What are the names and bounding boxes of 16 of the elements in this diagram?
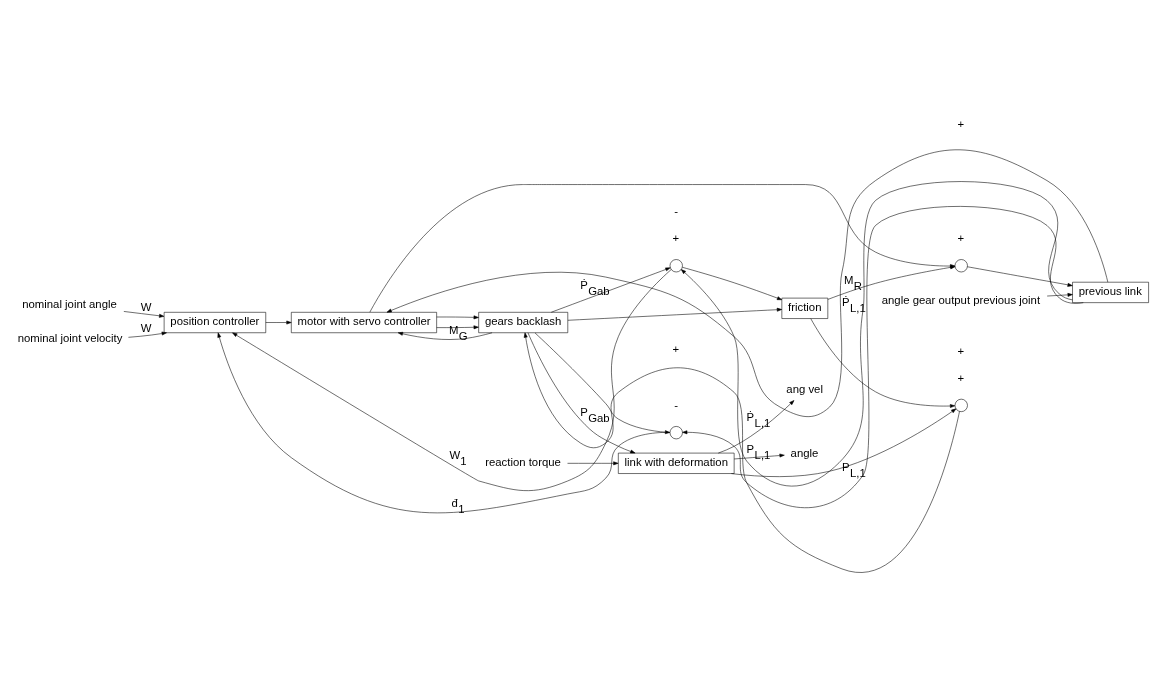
edge-label: W [140, 321, 152, 334]
node-text: nominal joint angle [22, 297, 117, 310]
node-text: nominal joint velocity [17, 332, 123, 345]
label: - [674, 398, 679, 411]
label: + [957, 118, 965, 131]
label: - [674, 205, 679, 218]
label: + [672, 343, 680, 356]
label: + [957, 344, 965, 357]
label: + [957, 371, 965, 384]
edge-label: W [140, 300, 152, 313]
node-text: angle gear output previous joint [881, 293, 1041, 306]
label: + [672, 231, 680, 244]
node-text: ang vel [786, 382, 823, 395]
node-text: reaction torque [485, 456, 561, 469]
node-text: angle [790, 446, 819, 459]
label: + [957, 231, 965, 244]
